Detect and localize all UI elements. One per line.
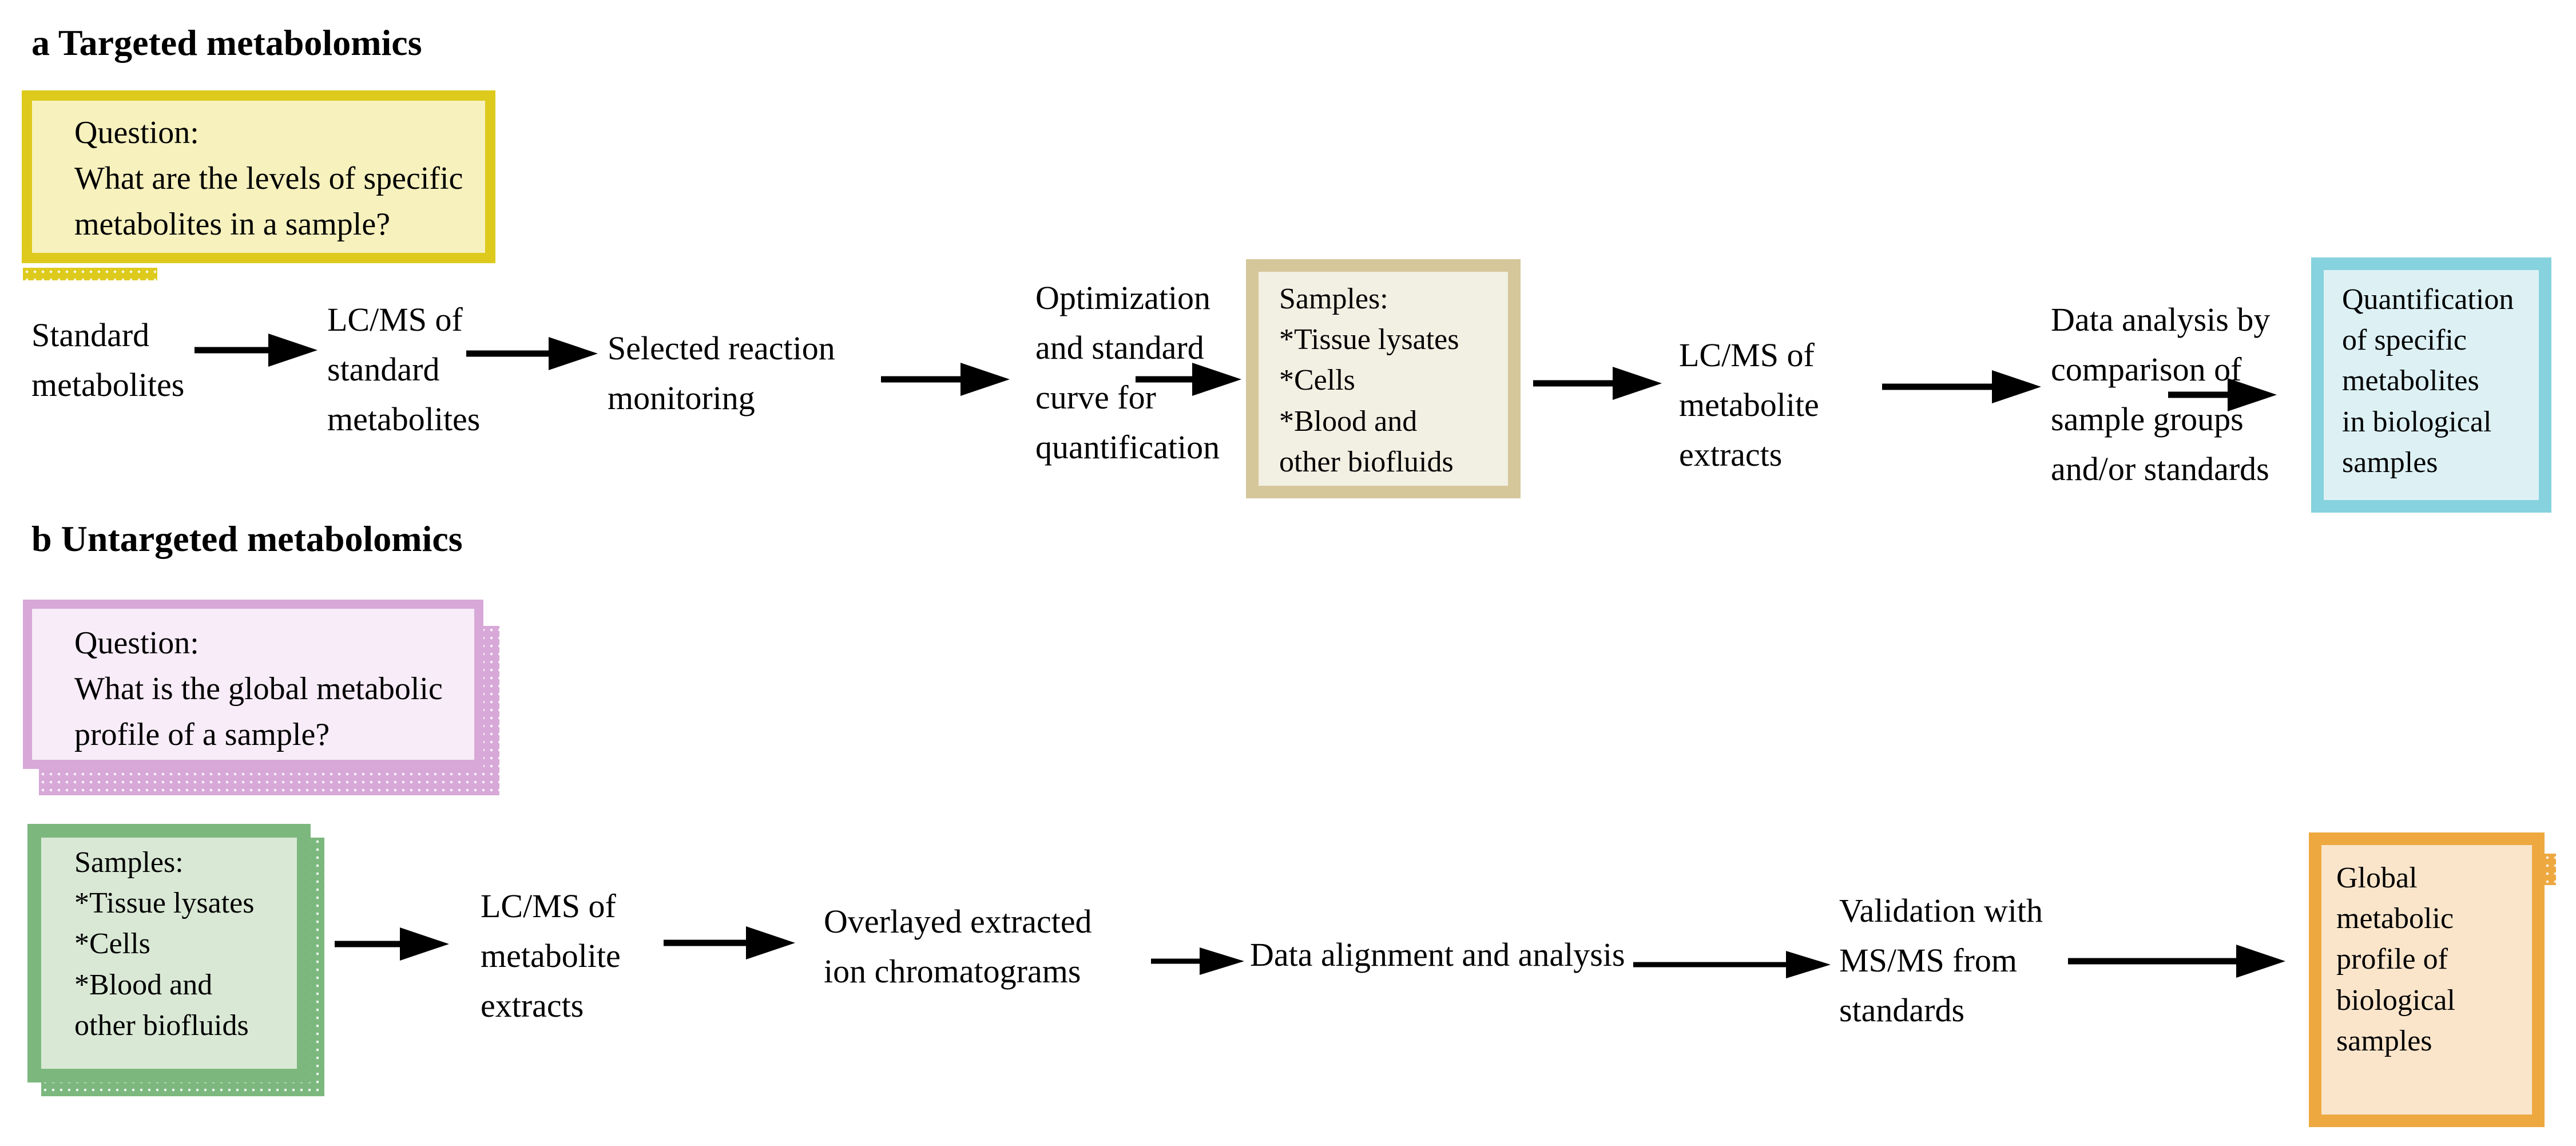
result-box-targeted: Quantification of specific metabolites i… — [2311, 257, 2551, 513]
flow-arrow-a1 — [195, 333, 317, 367]
arrow-head — [1200, 947, 1244, 975]
arrow-head — [960, 363, 1010, 396]
arrow-head — [1613, 367, 1662, 400]
step-lcms-extracts-a: LC/MS of metabolite extracts — [1679, 336, 1819, 473]
arrow-shaft — [1882, 383, 2014, 390]
step-overlayed-eic: Overlayed extracted ion chromatograms — [824, 903, 1092, 990]
flow-arrow-b4 — [1633, 947, 1831, 982]
flow-arrow-a6 — [1882, 370, 2041, 404]
flow-arrow-b5 — [2068, 944, 2285, 978]
arrow-head — [1192, 363, 1241, 396]
step-validation: Validation with MS/MS from standards — [1839, 892, 2043, 1029]
arrow-shaft — [1151, 958, 1217, 964]
step-data-alignment: Data alignment and analysis — [1250, 936, 1625, 973]
result-box-untargeted: Global metabolic profile of biological s… — [2309, 832, 2545, 1127]
flow-arrow-a5 — [1533, 366, 1662, 400]
arrow-head — [1786, 951, 1831, 978]
flow-arrow-a7 — [2168, 378, 2277, 412]
arrow-shaft — [1533, 380, 1634, 387]
arrow-head — [2228, 378, 2277, 411]
panel-a-title: a Targeted metabolomics — [31, 22, 422, 63]
arrow-shaft — [664, 939, 768, 946]
box-shadow-decoration — [23, 268, 157, 280]
box-shadow-decoration — [2543, 854, 2556, 885]
question-box-untargeted: Question: What is the global metabolic p… — [23, 600, 483, 769]
flow-arrow-b3 — [1151, 944, 1244, 978]
flow-arrow-b2 — [664, 926, 795, 960]
arrow-head — [1992, 370, 2041, 403]
question-box-targeted: Question: What are the levels of specifi… — [22, 90, 495, 263]
flow-arrow-a2 — [466, 336, 598, 371]
step-lcms-extracts-b: LC/MS of metabolite extracts — [481, 887, 621, 1024]
panel-b-title: b Untargeted metabolomics — [31, 518, 463, 559]
arrow-shaft — [1136, 376, 1214, 383]
step-data-analysis: Data analysis by comparison of sample gr… — [2051, 301, 2271, 487]
arrow-shaft — [335, 941, 422, 947]
arrow-shaft — [1633, 962, 1803, 967]
samples-box-targeted: Samples: *Tissue lysates *Cells *Blood a… — [1246, 259, 1521, 498]
flow-arrow-a3 — [881, 362, 1010, 396]
arrow-head — [746, 926, 795, 959]
step-lcms-standard: LC/MS of standard metabolites — [327, 301, 481, 438]
arrow-shaft — [2168, 391, 2249, 398]
arrow-shaft — [466, 350, 570, 357]
step-srm: Selected reaction monitoring — [608, 330, 835, 417]
flow-arrow-b1 — [335, 927, 449, 961]
step-optimization: Optimization and standard curve for quan… — [1035, 279, 1220, 466]
arrow-head — [268, 334, 317, 367]
arrow-head — [549, 337, 598, 370]
arrow-shaft — [881, 376, 982, 383]
arrow-head — [2236, 945, 2285, 978]
arrow-head — [400, 927, 449, 961]
arrow-shaft — [195, 347, 290, 354]
samples-box-untargeted: Samples: *Tissue lysates *Cells *Blood a… — [27, 824, 311, 1082]
flow-arrow-a4 — [1136, 362, 1241, 396]
arrow-shaft — [2068, 958, 2258, 965]
step-standard-metabolites: Standard metabolites — [31, 316, 185, 403]
